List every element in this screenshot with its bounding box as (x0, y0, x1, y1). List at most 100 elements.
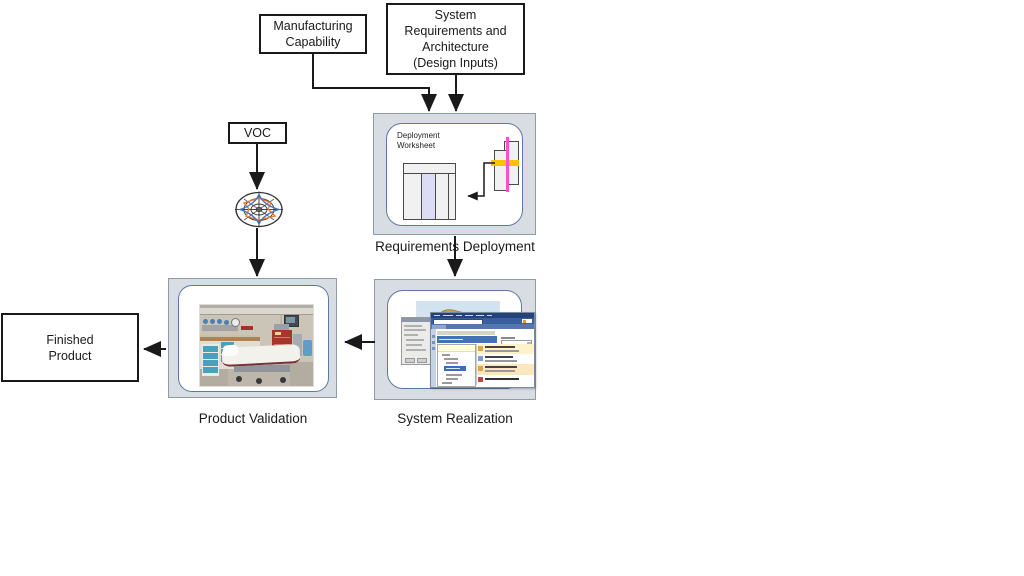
tree-item-line (442, 354, 450, 356)
finished-product-line2: Product (48, 348, 92, 363)
ceiling (200, 308, 313, 314)
requirements-deployment-stage: Deployment Worksheet (373, 113, 536, 235)
go-icon (523, 319, 526, 323)
gas-valve-knob (210, 319, 215, 324)
counter-edge (200, 337, 260, 341)
monitor-screen (286, 317, 295, 323)
window-tabrow (431, 324, 534, 329)
section-header-text (439, 338, 463, 340)
table-column-line (448, 174, 449, 219)
tree-item-line (446, 378, 458, 380)
finished-product-line1: Finished (46, 332, 94, 347)
radar-series-blue (237, 192, 282, 226)
tool-panel-titlebar (402, 318, 430, 322)
tree-item-line (442, 382, 452, 384)
teal-drawer (203, 360, 218, 366)
text-line (406, 349, 426, 351)
cart-top-equipment (274, 324, 289, 330)
voc-box: VOC (228, 122, 287, 144)
wall-gauge (231, 318, 240, 327)
counter-top (200, 335, 260, 337)
list-item-title (485, 356, 513, 358)
cart-label (275, 332, 281, 335)
drawer-line (274, 337, 290, 338)
tool-panel-thumbnail (401, 317, 431, 365)
tree-item-line (446, 374, 462, 376)
list-item-subtext (485, 370, 515, 372)
table-column-line (435, 174, 436, 219)
side-tab-strip (431, 329, 436, 387)
supply-cart-left (202, 344, 219, 376)
tree-item-line (444, 358, 458, 360)
teal-drawer (203, 346, 218, 352)
toolbar-button (522, 319, 532, 323)
voc-label: VOC (243, 126, 272, 140)
system-requirements-line3: Architecture (422, 40, 489, 54)
list-item-title (485, 366, 517, 368)
stretcher-undercarriage (234, 365, 290, 372)
requirements-deployment-inner: Deployment Worksheet (386, 123, 523, 226)
menu-item (456, 314, 462, 317)
list-item-title (485, 346, 515, 348)
panel-button (417, 358, 427, 363)
menu-item (487, 314, 492, 317)
table-column-line (421, 174, 422, 219)
deployment-table-highlight-column (421, 174, 435, 219)
gas-valve-knob (224, 320, 229, 325)
gas-valve-knob (217, 319, 222, 324)
text-line (404, 329, 426, 331)
ceiling-track (200, 305, 313, 308)
menu-item (434, 314, 440, 317)
blue-chair (303, 340, 312, 356)
section-header-bar (437, 336, 497, 343)
system-requirements-line1: System (434, 8, 477, 22)
tree-header (438, 345, 475, 352)
menu-item (443, 314, 453, 317)
task-list-pane (476, 344, 534, 385)
side-tab (432, 347, 435, 350)
tree-item-selected-text (446, 367, 460, 370)
finished-product-box: Finished Product (1, 313, 139, 382)
system-realization-inner (387, 290, 535, 389)
worksheet-title-line2: Worksheet (397, 141, 436, 150)
window-body (431, 329, 534, 387)
product-validation-inner (178, 285, 329, 392)
qfd-pink-line (506, 137, 509, 192)
text-line (406, 339, 424, 341)
list-item-icon (478, 377, 483, 382)
teal-drawer (203, 353, 218, 359)
teal-drawer (203, 367, 218, 373)
system-realization-label: System Realization (397, 411, 513, 426)
stretcher-wheel (280, 377, 286, 383)
text-line (406, 344, 422, 346)
active-tab (432, 325, 446, 329)
qfd-yellow-band (491, 160, 519, 166)
deployment-worksheet-title: Deployment Worksheet (397, 131, 440, 151)
ceiling-edge (200, 314, 313, 315)
list-item (477, 375, 534, 385)
manufacturing-capability-box: Manufacturing Capability (259, 14, 367, 54)
dialog-header (437, 331, 495, 335)
wall-equipment (202, 317, 253, 337)
deployment-table-icon (403, 173, 456, 220)
product-validation-label: Product Validation (198, 411, 308, 426)
radar-series-orange (242, 197, 277, 221)
system-requirements-line4: (Design Inputs) (413, 56, 498, 70)
text-line (404, 334, 418, 336)
side-tab (432, 341, 435, 344)
requirements-deployment-label: Requirements Deployment (375, 239, 535, 254)
equipment-bar (202, 325, 238, 331)
tree-item-line (446, 362, 458, 364)
gas-valve-knob (203, 319, 208, 324)
manufacturing-capability-line1: Manufacturing (273, 19, 353, 33)
menu-item (465, 314, 473, 317)
side-tab (432, 335, 435, 338)
window-menubar (431, 313, 534, 318)
tree-item-selected (444, 366, 466, 371)
chevron-down-icon (527, 341, 531, 345)
navigation-tree-pane (437, 344, 476, 387)
stretcher-wheel (256, 378, 262, 384)
stretcher-wheel (236, 376, 242, 382)
system-realization-stage (374, 279, 536, 400)
system-requirements-box: System Requirements and Architecture (De… (386, 3, 525, 75)
